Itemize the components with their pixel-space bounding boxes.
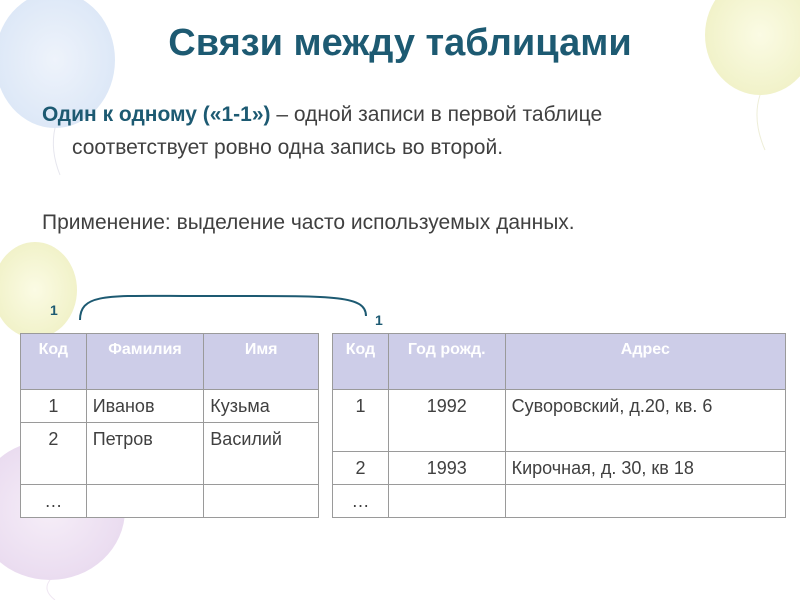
students-table: Код Фамилия Имя 1 Иванов Кузьма 2 Петров… xyxy=(20,333,319,518)
cell-adres: Суворовский, д.20, кв. 6 xyxy=(504,389,787,452)
definition-text: – одной записи в первой таблице xyxy=(270,103,603,126)
cell-empty xyxy=(387,484,506,518)
cell-kod: 1 xyxy=(332,389,389,452)
cell-imya: Кузьма xyxy=(203,389,319,423)
relation-label-right: 1 xyxy=(375,312,383,328)
cell-ellipsis: … xyxy=(20,484,87,518)
column-header-kod: Код xyxy=(20,333,87,390)
table-row: … xyxy=(332,484,787,518)
table-row: 1 Иванов Кузьма xyxy=(20,389,319,423)
table-header-row: Код Год рожд. Адрес xyxy=(332,333,787,390)
cell-familiya: Петров xyxy=(85,422,205,485)
cell-ellipsis: … xyxy=(332,484,389,518)
column-header-god-rozhd: Год рожд. xyxy=(387,333,506,390)
table-row: 1 1992 Суворовский, д.20, кв. 6 xyxy=(332,389,787,452)
cell-empty xyxy=(504,484,787,518)
table-row: 2 1993 Кирочная, д. 30, кв 18 xyxy=(332,451,787,485)
column-header-adres: Адрес xyxy=(504,333,787,390)
cell-god-rozhd: 1993 xyxy=(387,451,506,485)
balloon-blue xyxy=(0,0,115,128)
cell-adres: Кирочная, д. 30, кв 18 xyxy=(504,451,787,485)
cell-empty xyxy=(85,484,205,518)
cell-kod: 2 xyxy=(332,451,389,485)
column-header-imya: Имя xyxy=(203,333,319,390)
definition-paragraph: Один к одному («1-1») – одной записи в п… xyxy=(42,98,782,164)
cell-god-rozhd: 1992 xyxy=(387,389,506,452)
cell-kod: 1 xyxy=(20,389,87,423)
balloon-yellow xyxy=(705,0,800,95)
definition-term: Один к одному («1-1») xyxy=(42,103,271,126)
relation-label-left: 1 xyxy=(50,302,58,318)
definition-continuation: соответствует ровно одна запись во второ… xyxy=(72,136,504,159)
column-header-familiya: Фамилия xyxy=(85,333,205,390)
application-paragraph: Применение: выделение часто используемых… xyxy=(42,211,575,234)
balloon-yellow-small xyxy=(0,242,77,338)
cell-kod: 2 xyxy=(20,422,87,485)
cell-familiya: Иванов xyxy=(85,389,205,423)
column-header-kod: Код xyxy=(332,333,389,390)
table-row: 2 Петров Василий xyxy=(20,422,319,485)
table-header-row: Код Фамилия Имя xyxy=(20,333,319,390)
details-table: Код Год рожд. Адрес 1 1992 Суворовский, … xyxy=(332,333,787,518)
slide-title: Связи между таблицами xyxy=(168,22,632,64)
cell-empty xyxy=(203,484,319,518)
cell-imya: Василий xyxy=(203,422,319,485)
table-row: … xyxy=(20,484,319,518)
